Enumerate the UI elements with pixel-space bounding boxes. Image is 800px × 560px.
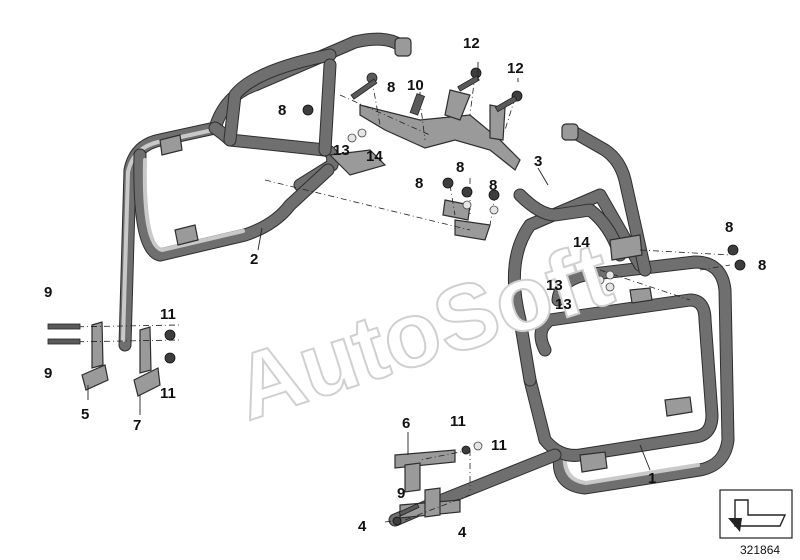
callout-4b: 4 <box>458 524 467 541</box>
callout-8d: 8 <box>456 159 464 176</box>
leader-lines <box>87 62 651 471</box>
callout-13a: 13 <box>333 142 350 159</box>
callout-5: 5 <box>81 406 89 423</box>
callout-11d: 11 <box>491 437 507 454</box>
callout-9c: 9 <box>397 485 405 502</box>
callout-12b: 12 <box>507 60 524 77</box>
callouts: 1 2 3 4 4 5 6 7 8 8 8 8 8 8 8 9 9 9 10 1… <box>44 35 766 541</box>
callout-8b: 8 <box>278 102 286 119</box>
callout-8e: 8 <box>489 177 497 194</box>
fasteners <box>47 67 746 526</box>
callout-11c: 11 <box>450 413 466 430</box>
callout-12a: 12 <box>463 35 480 52</box>
direction-arrow-icon <box>719 489 793 539</box>
callout-7: 7 <box>133 417 141 434</box>
callout-14a: 14 <box>366 148 383 165</box>
lower-brackets <box>394 449 461 519</box>
callout-1: 1 <box>648 470 656 487</box>
callout-6: 6 <box>402 415 410 432</box>
callout-8a: 8 <box>387 79 395 96</box>
callout-14b: 14 <box>573 234 590 251</box>
left-pannier-frame <box>118 32 412 352</box>
watermark: AutoSoft <box>223 223 624 440</box>
callout-13c: 13 <box>555 296 572 313</box>
callout-8g: 8 <box>758 257 766 274</box>
callout-3: 3 <box>534 153 542 170</box>
callout-13b: 13 <box>546 277 563 294</box>
callout-8f: 8 <box>725 219 733 236</box>
right-pannier-frame <box>388 123 735 527</box>
left-brackets <box>81 321 161 397</box>
callout-8c: 8 <box>415 175 423 192</box>
callout-11b: 11 <box>160 385 176 402</box>
callout-9a: 9 <box>44 284 52 301</box>
callout-9b: 9 <box>44 365 52 382</box>
callout-2: 2 <box>250 251 258 268</box>
reference-number: 321864 <box>740 543 780 557</box>
callout-4a: 4 <box>358 518 367 535</box>
callout-11a: 11 <box>160 306 176 323</box>
callout-10: 10 <box>407 77 424 94</box>
